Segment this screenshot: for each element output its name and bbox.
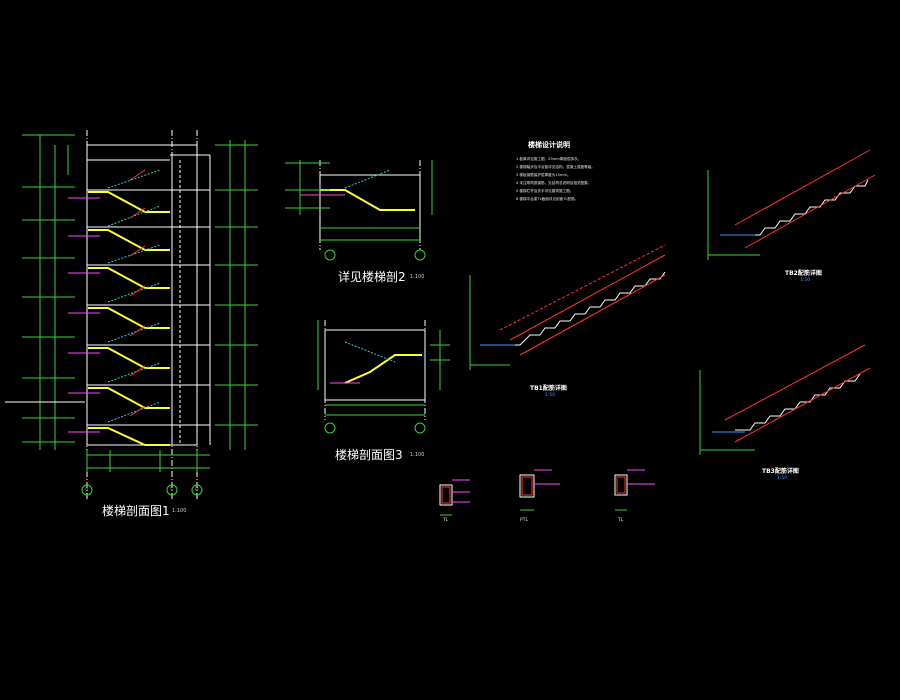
tb3-detail-drawing [699, 344, 871, 455]
tb2-detail-drawing [707, 149, 876, 260]
section-ptl-label: PTL [520, 518, 528, 523]
axis-c-label: C [170, 487, 174, 492]
design-note-4: 4 未注明构造钢筋，见结构总说明及相关图集。 [516, 181, 592, 185]
section-tl1-label: TL [443, 518, 449, 523]
section-3-title: 楼梯剖面图3 [335, 448, 403, 462]
axis-a-label: A [85, 487, 89, 492]
section-1-title: 楼梯剖面图1 [102, 504, 170, 518]
section-tl2-label: TL [618, 518, 624, 523]
tb2-title: TB2配筋详图 [785, 270, 822, 277]
section-2-title: 详见楼梯剖2 [338, 270, 406, 284]
section-1-drawing [5, 130, 258, 500]
section-2-drawing [285, 160, 433, 261]
axis-d-label: D [195, 487, 199, 492]
tb1-title: TB1配筋详图 [530, 385, 567, 392]
design-note-5: 5 楼梯栏杆及扶手详见建筑施工图。 [516, 189, 574, 193]
design-note-2: 2 楼梯踏步及平台板详见结构，混凝土强度等级。 [516, 165, 595, 169]
design-note-1: 1 板厚详见施工图，25mm厚面层抹灰。 [516, 157, 582, 161]
tb1-scale: 1:50 [545, 393, 556, 398]
tb3-scale: 1:50 [777, 476, 788, 481]
design-note-6: 6 楼梯平台梁TL截面详见剖面TL配筋。 [516, 197, 579, 201]
tb1-detail-drawing [469, 244, 666, 370]
section-1-scale: 1:100 [172, 508, 187, 514]
beam-sections [439, 469, 655, 516]
design-notes-heading: 楼梯设计说明 [528, 141, 570, 149]
section-2-scale: 1:100 [410, 274, 425, 280]
section-3-scale: 1:100 [410, 452, 425, 458]
design-note-3: 3 梯板钢筋保护层厚度为15mm。 [516, 173, 571, 177]
section-3-drawing [317, 320, 450, 434]
tb2-scale: 1:50 [800, 278, 811, 283]
tb3-title: TB3配筋详图 [762, 468, 799, 475]
